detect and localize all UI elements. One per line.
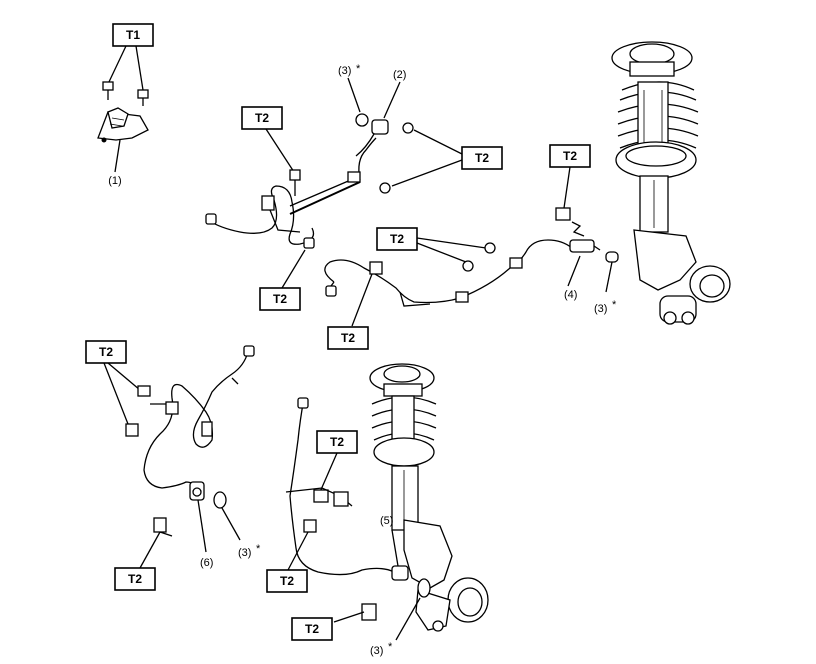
torque-label: T2 <box>280 574 294 588</box>
torque-label: T2 <box>475 151 489 165</box>
torque-box <box>461 146 503 170</box>
torque-box <box>241 106 283 130</box>
rear-sensor-harness: T2 T2 (4) (3) * T2 <box>324 144 619 350</box>
callout-label: (2) <box>393 69 406 81</box>
torque-label: T2 <box>305 622 319 636</box>
torque-label: T2 <box>390 232 404 246</box>
torque-box <box>291 617 333 641</box>
callout-label: (3) <box>370 645 383 657</box>
rear-strut-assembly <box>611 41 731 325</box>
front-left-harness: T2 (6) (3) * T2 <box>85 340 261 591</box>
front-strut-assembly: T2 (5) T2 T2 (3) * <box>266 363 489 657</box>
torque-box <box>327 326 369 350</box>
bolt <box>137 89 149 106</box>
torque-label: T2 <box>273 292 287 306</box>
abs-sensor <box>391 565 409 581</box>
torque-box <box>266 569 308 593</box>
torque-box <box>112 23 154 47</box>
callout-label: (3) <box>238 547 251 559</box>
callout-label: (3) <box>594 303 607 315</box>
torque-box <box>376 227 418 251</box>
torque-label: T2 <box>341 331 355 345</box>
torque-label: T2 <box>563 149 577 163</box>
torque-box <box>259 287 301 311</box>
callout-label: (4) <box>564 289 577 301</box>
torque-box <box>114 567 156 591</box>
torque-label: T2 <box>99 345 113 359</box>
asterisk-mark: * <box>256 543 261 555</box>
torque-label: T2 <box>128 572 142 586</box>
rear-harness-assembly: (3) * (2) T2 T2 <box>205 63 503 311</box>
callout-label: (3) <box>338 65 351 77</box>
torque-label: T1 <box>126 28 140 42</box>
asterisk-mark: * <box>388 641 393 653</box>
asterisk-mark: * <box>356 63 361 75</box>
torque-box <box>85 340 127 364</box>
torque-label: T2 <box>255 111 269 125</box>
abs-bracket-assembly: T1 (1) <box>97 23 154 187</box>
asterisk-mark: * <box>612 299 617 311</box>
abs-sensor <box>355 113 389 157</box>
abs-bracket <box>97 107 149 143</box>
abs-sensor <box>569 239 601 253</box>
torque-label: T2 <box>330 435 344 449</box>
callout-label: (5) <box>380 515 393 527</box>
abs-sensor <box>189 481 205 501</box>
bolt <box>102 81 114 100</box>
callout-label: (6) <box>200 557 213 569</box>
callout-label: (1) <box>108 175 121 187</box>
